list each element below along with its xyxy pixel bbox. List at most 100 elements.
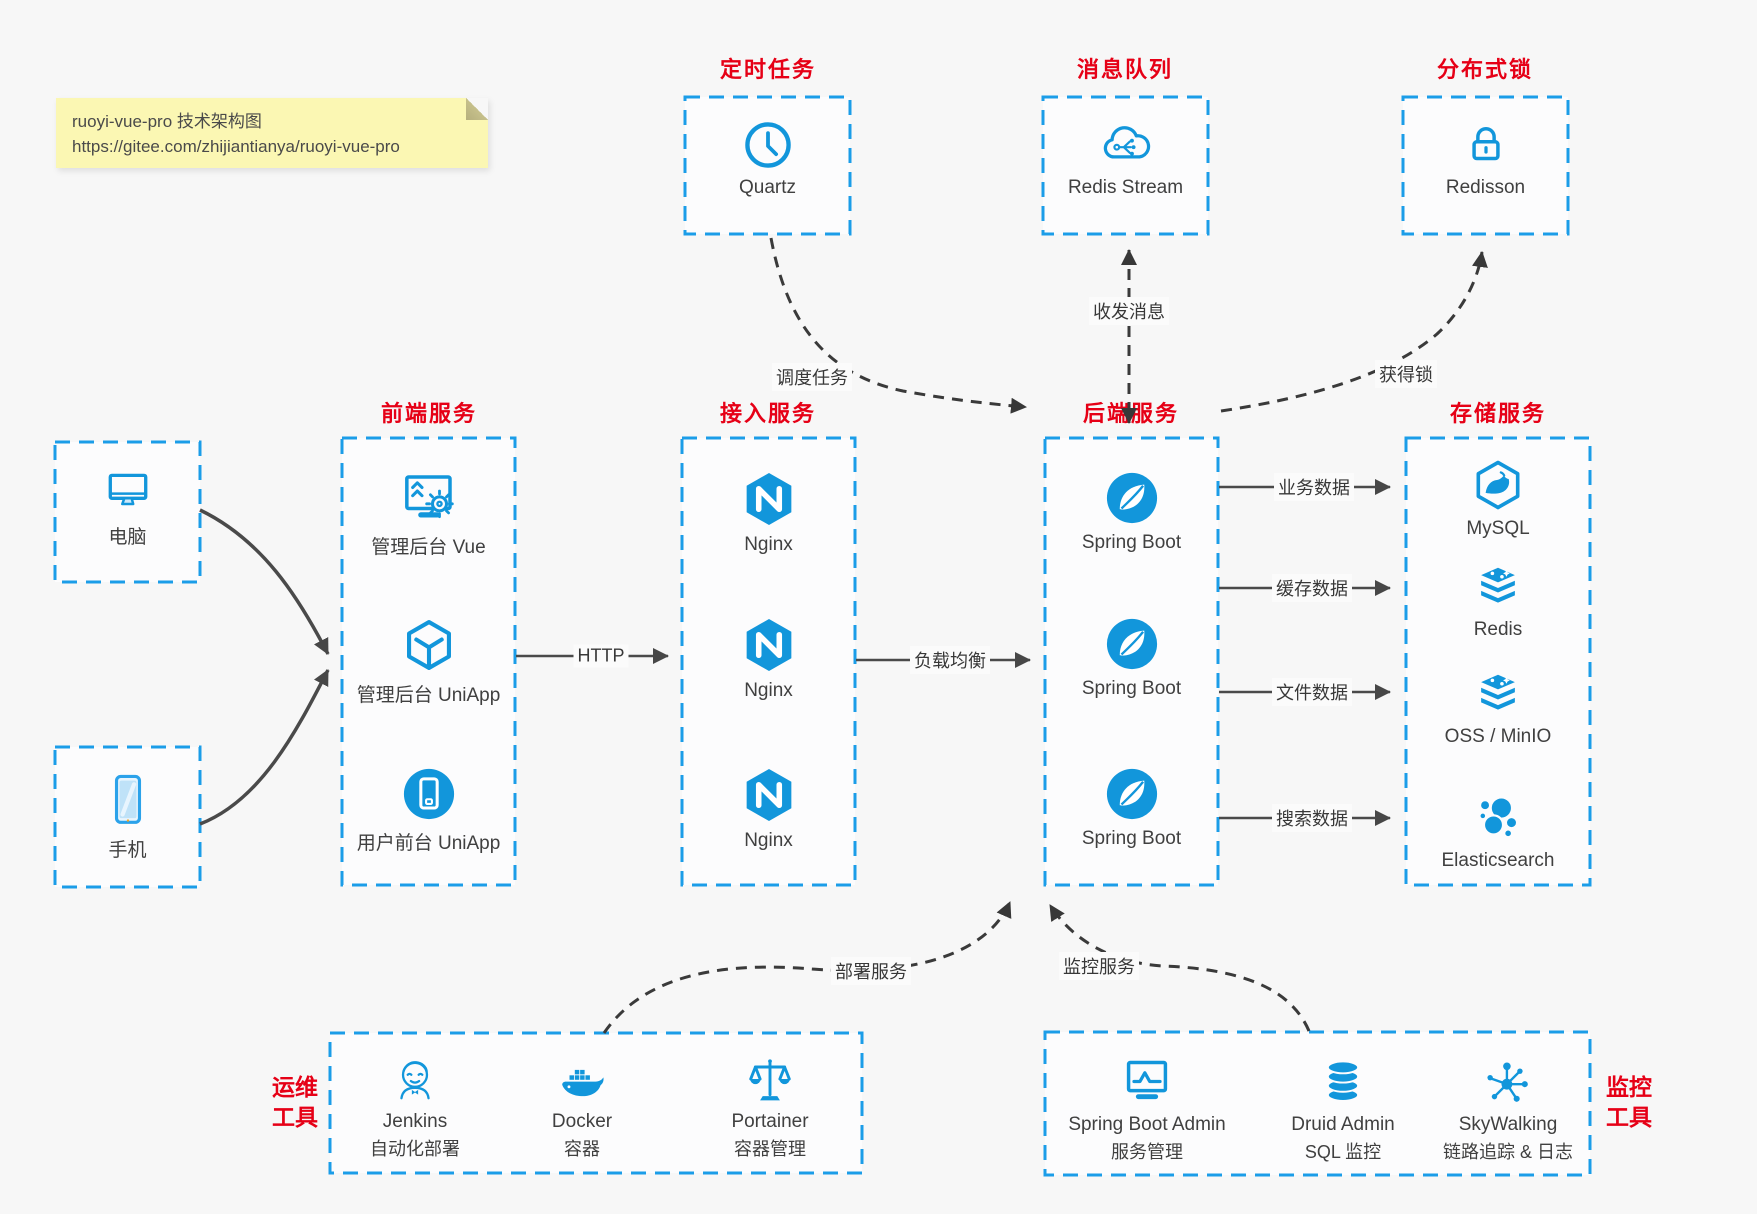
ops-title: 运维 工具: [252, 1072, 318, 1132]
oss-minio-label: OSS / MinIO: [1444, 726, 1552, 747]
note-fold-corner: [466, 98, 488, 120]
docker-desc: 容器: [564, 1139, 600, 1159]
elasticsearch-label: Elasticsearch: [1441, 850, 1555, 871]
gateway-title: 接入服务: [719, 401, 817, 426]
backend-title: 后端服务: [1082, 401, 1180, 426]
skywalking-network-icon: [1418, 1056, 1598, 1108]
storage-title: 存储服务: [1449, 401, 1547, 426]
docker-icon: [497, 1055, 667, 1105]
portainer-desc: 容器管理: [734, 1139, 806, 1159]
skywalking-item: SkyWalking 链路追踪 & 日志: [1418, 1056, 1598, 1164]
nginx-icon: [682, 470, 855, 528]
edge-label-message: 收发消息: [1089, 297, 1169, 325]
lock-title: 分布式锁: [1436, 57, 1534, 82]
edge-label-schedule: 调度任务: [772, 363, 852, 391]
spring-boot-label: Spring Boot: [1081, 828, 1182, 849]
druid-item: Druid Admin SQL 监控: [1258, 1056, 1428, 1164]
edge-deploy-service: [602, 901, 1012, 1034]
backend-box: Spring Boot Spring Boot Spring Boot: [1045, 438, 1218, 885]
desktop-computer-icon: [55, 466, 200, 516]
spring-boot-icon: [1045, 470, 1218, 526]
spring-boot-admin-icon: [1052, 1056, 1242, 1108]
mq-title: 消息队列: [1076, 57, 1174, 82]
quartz-label: Quartz: [738, 177, 797, 198]
admin-vue-icon: [342, 470, 515, 526]
spring-boot-label: Spring Boot: [1081, 532, 1182, 553]
admin-vue-label: 管理后台 Vue: [371, 537, 486, 558]
spring-boot-icon: [1045, 616, 1218, 672]
monitor-title-line2: 工具: [1606, 1104, 1652, 1130]
elasticsearch-icon: [1406, 790, 1590, 844]
jenkins-label: Jenkins: [382, 1111, 448, 1132]
jenkins-desc: 自动化部署: [370, 1139, 460, 1159]
oss-minio-icon: [1406, 670, 1590, 720]
scheduler-box: Quartz: [685, 97, 850, 234]
cloud-stream-icon: [1043, 119, 1208, 171]
nginx-icon: [682, 616, 855, 674]
edge-label-cache: 缓存数据: [1272, 574, 1352, 602]
redisson-label: Redisson: [1445, 177, 1526, 198]
portainer-label: Portainer: [731, 1111, 809, 1132]
user-uniapp-phone-icon: [342, 766, 515, 822]
mq-box: Redis Stream: [1043, 97, 1208, 234]
docker-item: Docker 容器: [497, 1055, 667, 1161]
spring-boot-icon: [1045, 766, 1218, 822]
frontend-box: 管理后台 Vue 管理后台 UniApp 用户前台 UniApp: [342, 438, 515, 885]
edge-label-monitoring: 监控服务: [1059, 952, 1139, 980]
admin-uniapp-cube-icon: [342, 616, 515, 674]
spring-boot-label: Spring Boot: [1081, 678, 1182, 699]
portainer-scales-icon: [685, 1055, 855, 1105]
sticky-note: ruoyi-vue-pro 技术架构图 https://gitee.com/zh…: [56, 98, 488, 168]
ops-title-line2: 工具: [272, 1104, 318, 1130]
clock-icon: [685, 119, 850, 171]
redis-icon: [1406, 563, 1590, 613]
edge-mobile-to-frontend: [199, 669, 330, 826]
frontend-title: 前端服务: [380, 401, 478, 426]
skywalking-desc: 链路追踪 & 日志: [1442, 1142, 1573, 1162]
storage-box: MySQL Redis: [1406, 438, 1590, 885]
edge-label-acquire-lock: 获得锁: [1375, 360, 1437, 388]
nginx-label: Nginx: [744, 830, 793, 851]
note-url: https://gitee.com/zhijiantianya/ruoyi-vu…: [72, 137, 400, 156]
lock-icon: [1403, 119, 1568, 171]
redis-label: Redis: [1473, 619, 1523, 640]
edge-label-search: 搜索数据: [1272, 804, 1352, 832]
nginx-icon: [682, 766, 855, 824]
edge-label-load-balance: 负载均衡: [910, 646, 990, 674]
monitor-title: 监控 工具: [1606, 1072, 1652, 1132]
gateway-box: Nginx Nginx Nginx: [682, 438, 855, 885]
nginx-label: Nginx: [744, 680, 793, 701]
edge-label-biz: 业务数据: [1274, 473, 1354, 501]
mobile-label: 手机: [108, 840, 147, 861]
user-uniapp-label: 用户前台 UniApp: [356, 833, 501, 854]
docker-label: Docker: [551, 1111, 613, 1132]
note-title: ruoyi-vue-pro 技术架构图: [72, 112, 262, 131]
lock-box: Redisson: [1403, 97, 1568, 234]
edge-acquire-lock: [1220, 251, 1488, 413]
ops-box: Jenkins 自动化部署 Docker: [330, 1033, 862, 1173]
mysql-label: MySQL: [1466, 518, 1530, 539]
nginx-label: Nginx: [744, 534, 793, 555]
sba-item: Spring Boot Admin 服务管理: [1052, 1056, 1242, 1164]
sba-label: Spring Boot Admin: [1068, 1114, 1226, 1135]
skywalking-label: SkyWalking: [1458, 1114, 1558, 1135]
pc-label: 电脑: [108, 527, 147, 548]
druid-label: Druid Admin: [1291, 1114, 1395, 1135]
sba-desc: 服务管理: [1111, 1142, 1183, 1162]
edge-pc-to-frontend: [199, 508, 330, 655]
scheduler-title: 定时任务: [719, 57, 817, 82]
mobile-box: 手机: [55, 747, 200, 887]
mysql-icon: [1406, 458, 1590, 512]
druid-database-icon: [1258, 1056, 1428, 1108]
monitor-box: Spring Boot Admin 服务管理 Druid Admin SQL 监…: [1045, 1032, 1590, 1175]
edge-label-file: 文件数据: [1272, 678, 1352, 706]
portainer-item: Portainer 容器管理: [685, 1055, 855, 1161]
monitor-title-line1: 监控: [1606, 1074, 1652, 1100]
jenkins-item: Jenkins 自动化部署: [330, 1055, 500, 1161]
pc-box: 电脑: [55, 442, 200, 582]
druid-desc: SQL 监控: [1304, 1142, 1382, 1162]
redis-stream-label: Redis Stream: [1067, 177, 1184, 198]
edge-label-http: HTTP: [573, 644, 629, 668]
jenkins-icon: [330, 1055, 500, 1105]
